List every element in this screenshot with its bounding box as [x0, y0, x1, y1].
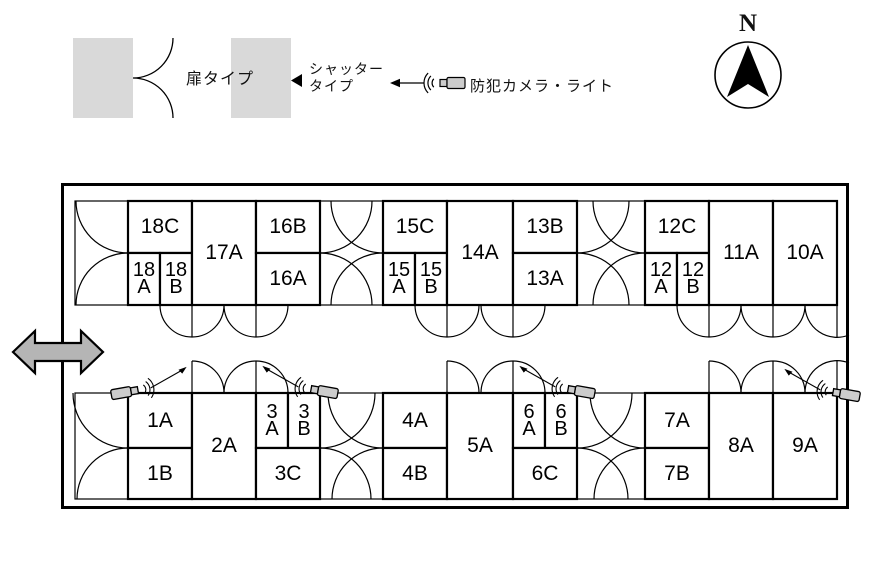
unit-15C	[381, 199, 449, 255]
legend-door-type-icon	[73, 37, 174, 119]
security-camera-2	[262, 365, 339, 400]
left-triangle-icon	[291, 74, 302, 87]
camera-arrow-head	[390, 78, 400, 88]
security-camera-3	[519, 365, 596, 400]
unit-12C	[643, 199, 711, 255]
camera-body	[446, 76, 466, 90]
unit-7A	[643, 391, 711, 450]
unit-17A	[190, 199, 258, 307]
shutter-type-swatch	[231, 38, 291, 118]
compass-north-label: N	[738, 10, 758, 37]
corridor-door-arcs-top	[159, 304, 850, 338]
unit-2A	[190, 391, 258, 501]
unit-4A	[381, 391, 449, 450]
unit-6A	[511, 391, 547, 450]
unit-10A	[771, 199, 839, 307]
unit-1B	[126, 446, 194, 501]
unit-3A	[254, 391, 290, 450]
legend-shutter-type-icon	[231, 38, 302, 118]
security-camera-4	[784, 368, 861, 403]
unit-14A	[445, 199, 515, 307]
compass-icon	[714, 41, 782, 109]
security-camera-1	[110, 366, 187, 401]
camera-waves-icon	[423, 72, 435, 94]
unit-15A	[381, 251, 417, 307]
unit-6B	[543, 391, 579, 450]
unit-11A	[707, 199, 775, 307]
unit-12B	[675, 251, 711, 307]
unit-3C	[254, 446, 322, 501]
legend-shutter-line2: タイプ	[309, 78, 354, 94]
unit-15B	[413, 251, 449, 307]
unit-7B	[643, 446, 711, 501]
north-arrow-icon	[727, 45, 769, 97]
legend-door-type-label: 扉タイプ	[186, 71, 255, 88]
unit-13A	[511, 251, 579, 307]
unit-16B	[254, 199, 322, 255]
unit-12A	[643, 251, 679, 307]
door-swing-arc-icon	[132, 37, 174, 119]
unit-6C	[511, 446, 579, 501]
door-type-swatch	[73, 38, 133, 118]
legend-shutter-line1: シャッター	[309, 61, 384, 77]
legend-shutter-type-label: シャッター タイプ	[309, 61, 384, 95]
unit-13B	[511, 199, 579, 255]
unit-18A	[126, 251, 162, 307]
unit-8A	[707, 391, 775, 501]
camera-lens	[439, 78, 448, 88]
unit-16A	[254, 251, 322, 307]
unit-18B	[158, 251, 194, 307]
unit-5A	[445, 391, 515, 501]
unit-1A	[126, 391, 194, 450]
storage-units	[126, 199, 839, 501]
side-door-arcs	[72, 200, 646, 500]
unit-4B	[381, 446, 449, 501]
unit-18C	[126, 199, 194, 255]
door-gap-boxes	[74, 200, 646, 500]
legend-camera-icon	[390, 72, 466, 94]
unit-9A	[771, 391, 839, 501]
unit-3B	[286, 391, 322, 450]
legend-camera-label: 防犯カメラ・ライト	[470, 78, 615, 95]
entrance-double-arrow-icon	[11, 328, 105, 376]
